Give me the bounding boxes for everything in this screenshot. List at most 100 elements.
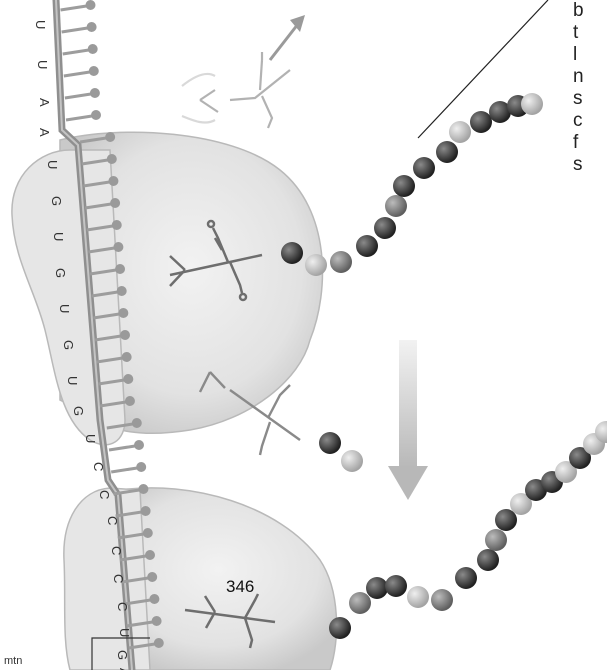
- nucleotide-base: [125, 396, 135, 406]
- mrna-base-letter: C: [115, 602, 130, 611]
- mrna-base-letter: U: [35, 60, 50, 69]
- nucleotide-base: [132, 418, 142, 428]
- mrna-base-letter: U: [51, 232, 66, 241]
- nucleotide-base: [134, 440, 144, 450]
- amino-acid-bead: [477, 549, 499, 571]
- side-text-column: b t l n s c f s: [573, 0, 607, 176]
- side-text-line: f: [573, 132, 607, 154]
- mrna-base-letter: C: [105, 516, 120, 525]
- nucleotide-base: [138, 484, 148, 494]
- mrna-base-letter: G: [61, 340, 76, 350]
- mrna-base-letter: G: [71, 406, 86, 416]
- side-text-line: c: [573, 110, 607, 132]
- mrna-base-letter: G: [49, 196, 64, 206]
- side-text-line: s: [573, 88, 607, 110]
- amino-acid-bead: [329, 617, 351, 639]
- nucleotide-base: [145, 550, 155, 560]
- amino-acid-bead: [495, 509, 517, 531]
- exit-arrow-icon: [270, 15, 305, 60]
- amino-acid-bead: [485, 529, 507, 551]
- nucleotide-base: [110, 198, 120, 208]
- nucleotide-base: [91, 110, 101, 120]
- amino-acid-bead: [374, 217, 396, 239]
- mrna-base-letter: C: [111, 574, 126, 583]
- side-text-line: b: [573, 0, 607, 22]
- side-text-line: s: [573, 154, 607, 176]
- nucleotide-base: [118, 308, 128, 318]
- ribosome-lower: [64, 488, 337, 670]
- nucleotide-base: [149, 594, 159, 604]
- nucleotide-base: [117, 286, 127, 296]
- mrna-base-letter: G: [53, 268, 68, 278]
- mrna-base-letter: U: [117, 628, 132, 637]
- bottom-label: mtn: [4, 655, 22, 667]
- mrna-base-letter: A: [37, 98, 52, 107]
- mrna-base-letter: U: [57, 304, 72, 313]
- nucleotide-stub: [64, 72, 90, 76]
- mrna-base-letter: U: [65, 376, 80, 385]
- nucleotide-base: [115, 264, 125, 274]
- nucleotide-base: [154, 638, 164, 648]
- nucleotide-stub: [111, 468, 137, 472]
- amino-acid-bead: [521, 93, 543, 115]
- nucleotide-base: [113, 242, 123, 252]
- amino-acid-bead: [319, 432, 341, 454]
- nucleotide-base: [107, 154, 117, 164]
- amino-acid-bead: [305, 254, 327, 276]
- amino-acid-bead: [366, 577, 388, 599]
- amino-acid-bead: [455, 567, 477, 589]
- nucleotide-base: [123, 374, 133, 384]
- polypeptide-lower: [329, 421, 607, 639]
- trna-exiting: [182, 52, 290, 128]
- nucleotide-base: [141, 506, 151, 516]
- nucleotide-base: [87, 22, 97, 32]
- polypeptide-middle: [319, 432, 363, 472]
- nucleotide-base: [112, 220, 122, 230]
- mrna-base-letter: U: [33, 20, 48, 29]
- nucleotide-base: [105, 132, 115, 142]
- mrna-base-letter: U: [45, 160, 60, 169]
- nucleotide-stub: [61, 6, 87, 10]
- mrna-base-letter: C: [109, 546, 124, 555]
- nucleotide-stub: [62, 28, 88, 32]
- amino-acid-bead: [470, 111, 492, 133]
- nucleotide-stub: [109, 446, 135, 450]
- amino-acid-bead: [431, 589, 453, 611]
- amino-acid-bead: [349, 592, 371, 614]
- nucleotide-stub: [63, 50, 89, 54]
- amino-acid-bead: [436, 141, 458, 163]
- nucleotide-base: [152, 616, 162, 626]
- mrna-base-letter: A: [37, 128, 52, 137]
- mrna-base-letter: C: [91, 462, 106, 471]
- nucleotide-base: [90, 88, 100, 98]
- side-text-line: l: [573, 44, 607, 66]
- page-number: 346: [226, 577, 254, 597]
- amino-acid-bead: [413, 157, 435, 179]
- nucleotide-base: [88, 44, 98, 54]
- nucleotide-base: [86, 0, 96, 10]
- amino-acid-bead: [385, 195, 407, 217]
- amino-acid-bead: [449, 121, 471, 143]
- amino-acid-bead: [281, 242, 303, 264]
- amino-acid-bead: [393, 175, 415, 197]
- side-text-line: t: [573, 22, 607, 44]
- nucleotide-base: [143, 528, 153, 538]
- nucleotide-base: [89, 66, 99, 76]
- nucleotide-base: [108, 176, 118, 186]
- mrna-base-letter: G: [115, 650, 130, 660]
- nucleotide-base: [120, 330, 130, 340]
- amino-acid-bead: [330, 251, 352, 273]
- nucleotide-stub: [66, 116, 92, 120]
- mrna-base-letter: C: [97, 490, 112, 499]
- ribosome-upper: [12, 132, 323, 445]
- nucleotide-base: [136, 462, 146, 472]
- amino-acid-bead: [407, 586, 429, 608]
- amino-acid-bead: [356, 235, 378, 257]
- side-text-line: n: [573, 66, 607, 88]
- mrna-base-letter: U: [83, 434, 98, 443]
- amino-acid-bead: [341, 450, 363, 472]
- nucleotide-base: [122, 352, 132, 362]
- down-arrow-icon: [388, 340, 428, 500]
- nucleotide-base: [147, 572, 157, 582]
